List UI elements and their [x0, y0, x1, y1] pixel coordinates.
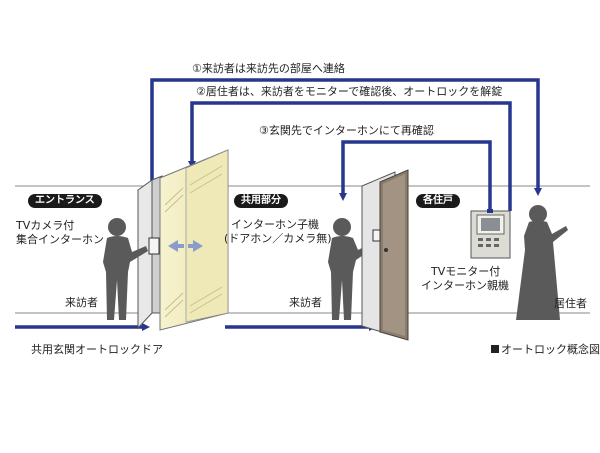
visitor-silhouette-entrance: [103, 218, 148, 320]
sub-intercom-label-2: (ドアホン／カメラ無): [224, 232, 332, 245]
legend-caption: オートロック概念図: [491, 343, 600, 356]
zone-badge-unit: 各住戸: [416, 194, 460, 208]
tv-camera-label-1: TVカメラ付: [16, 219, 75, 232]
tv-monitor-label-2: インターホン親機: [421, 279, 509, 292]
visitor-label-unit: 来訪者: [289, 296, 322, 309]
zone-badge-entrance: エントランス: [28, 194, 102, 208]
resident-silhouette: [516, 205, 568, 320]
step1-label: ①来訪者は来訪先の部屋へ連絡: [192, 62, 345, 75]
visitor-silhouette-unit: [328, 218, 372, 320]
step3-arrow: [339, 140, 492, 211]
step1-arrow: [150, 78, 542, 241]
legend-square-icon: [491, 345, 499, 353]
unit-door: [361, 169, 409, 341]
monitor-master-station: [470, 209, 511, 259]
legend-caption-text: オートロック概念図: [501, 343, 600, 356]
step3-label: ③玄関先でインターホンにて再確認: [259, 124, 434, 137]
sub-intercom-label-1: インターホン子機: [231, 218, 319, 231]
resident-label: 居住者: [554, 297, 587, 310]
visitor-label-entrance: 来訪者: [65, 296, 98, 309]
autolock-door-label: 共用玄関オートロックドア: [31, 343, 163, 356]
step2-label: ②居住者は、来訪者をモニターで確認後、オートロックを解錠: [196, 85, 503, 98]
autolock-door: [159, 149, 229, 331]
tv-camera-label-2: 集合インターホン: [16, 233, 104, 246]
step2-arrow: [188, 101, 512, 211]
zone-badge-common: 共用部分: [234, 194, 288, 208]
tv-monitor-label-1: TVモニター付: [431, 265, 501, 278]
